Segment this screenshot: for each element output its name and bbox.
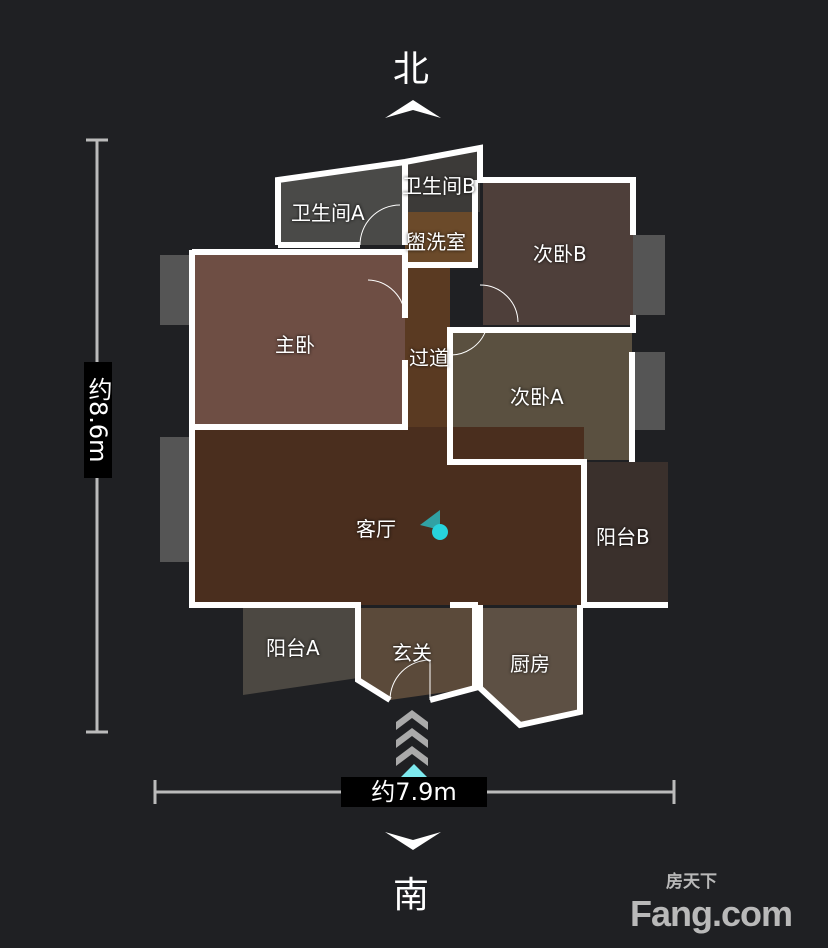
room-master-bedroom: [192, 252, 405, 427]
walls: [189, 144, 668, 729]
room-label-washroom[interactable]: 盥洗室: [406, 230, 466, 254]
entry-chevron-icon[interactable]: [396, 710, 428, 778]
south-label: 南: [393, 875, 430, 916]
logo-cn: 房天下: [666, 872, 717, 891]
north-arrow-icon[interactable]: [385, 100, 441, 118]
room-bathroom-b: [405, 148, 480, 212]
room-label-master-bedroom[interactable]: 主卧: [275, 333, 315, 357]
room-bathroom-a: [280, 162, 405, 245]
room-label-second-bedroom-b[interactable]: 次卧B: [533, 242, 587, 266]
window-right-upper: [633, 235, 665, 315]
room-balcony-a: [243, 608, 358, 695]
room-label-bathroom-b[interactable]: 卫生间B: [402, 174, 476, 198]
window-left-upper: [160, 255, 192, 325]
width-dimension-label: 约7.9m: [341, 777, 487, 807]
room-label-living-room[interactable]: 客厅: [356, 517, 396, 541]
door-swings: [359, 204, 519, 701]
view-direction-icon: [420, 510, 440, 530]
logo-en: Fang.com: [630, 893, 793, 934]
room-second-bedroom-b: [483, 180, 633, 325]
current-position-marker[interactable]: [432, 524, 448, 540]
room-label-balcony-b[interactable]: 阳台B: [596, 525, 650, 549]
window-left-lower: [160, 437, 192, 562]
room-hallway: [405, 267, 450, 427]
room-washroom: [405, 212, 475, 267]
room-living-room: [192, 427, 584, 605]
window-right-lower: [633, 352, 665, 430]
north-label: 北: [393, 49, 430, 90]
room-entrance: [358, 608, 475, 700]
height-dimension-label: 约8.6m: [84, 362, 112, 478]
room-label-entrance[interactable]: 玄关: [392, 641, 432, 665]
room-balcony-b: [584, 462, 668, 602]
room-label-kitchen[interactable]: 厨房: [510, 652, 550, 676]
south-arrow-icon[interactable]: [385, 832, 441, 850]
room-label-second-bedroom-a[interactable]: 次卧A: [510, 385, 564, 409]
room-label-bathroom-a[interactable]: 卫生间A: [291, 201, 365, 225]
room-label-balcony-a[interactable]: 阳台A: [266, 636, 320, 660]
room-kitchen: [480, 608, 580, 725]
room-label-hallway[interactable]: 过道: [409, 346, 449, 370]
